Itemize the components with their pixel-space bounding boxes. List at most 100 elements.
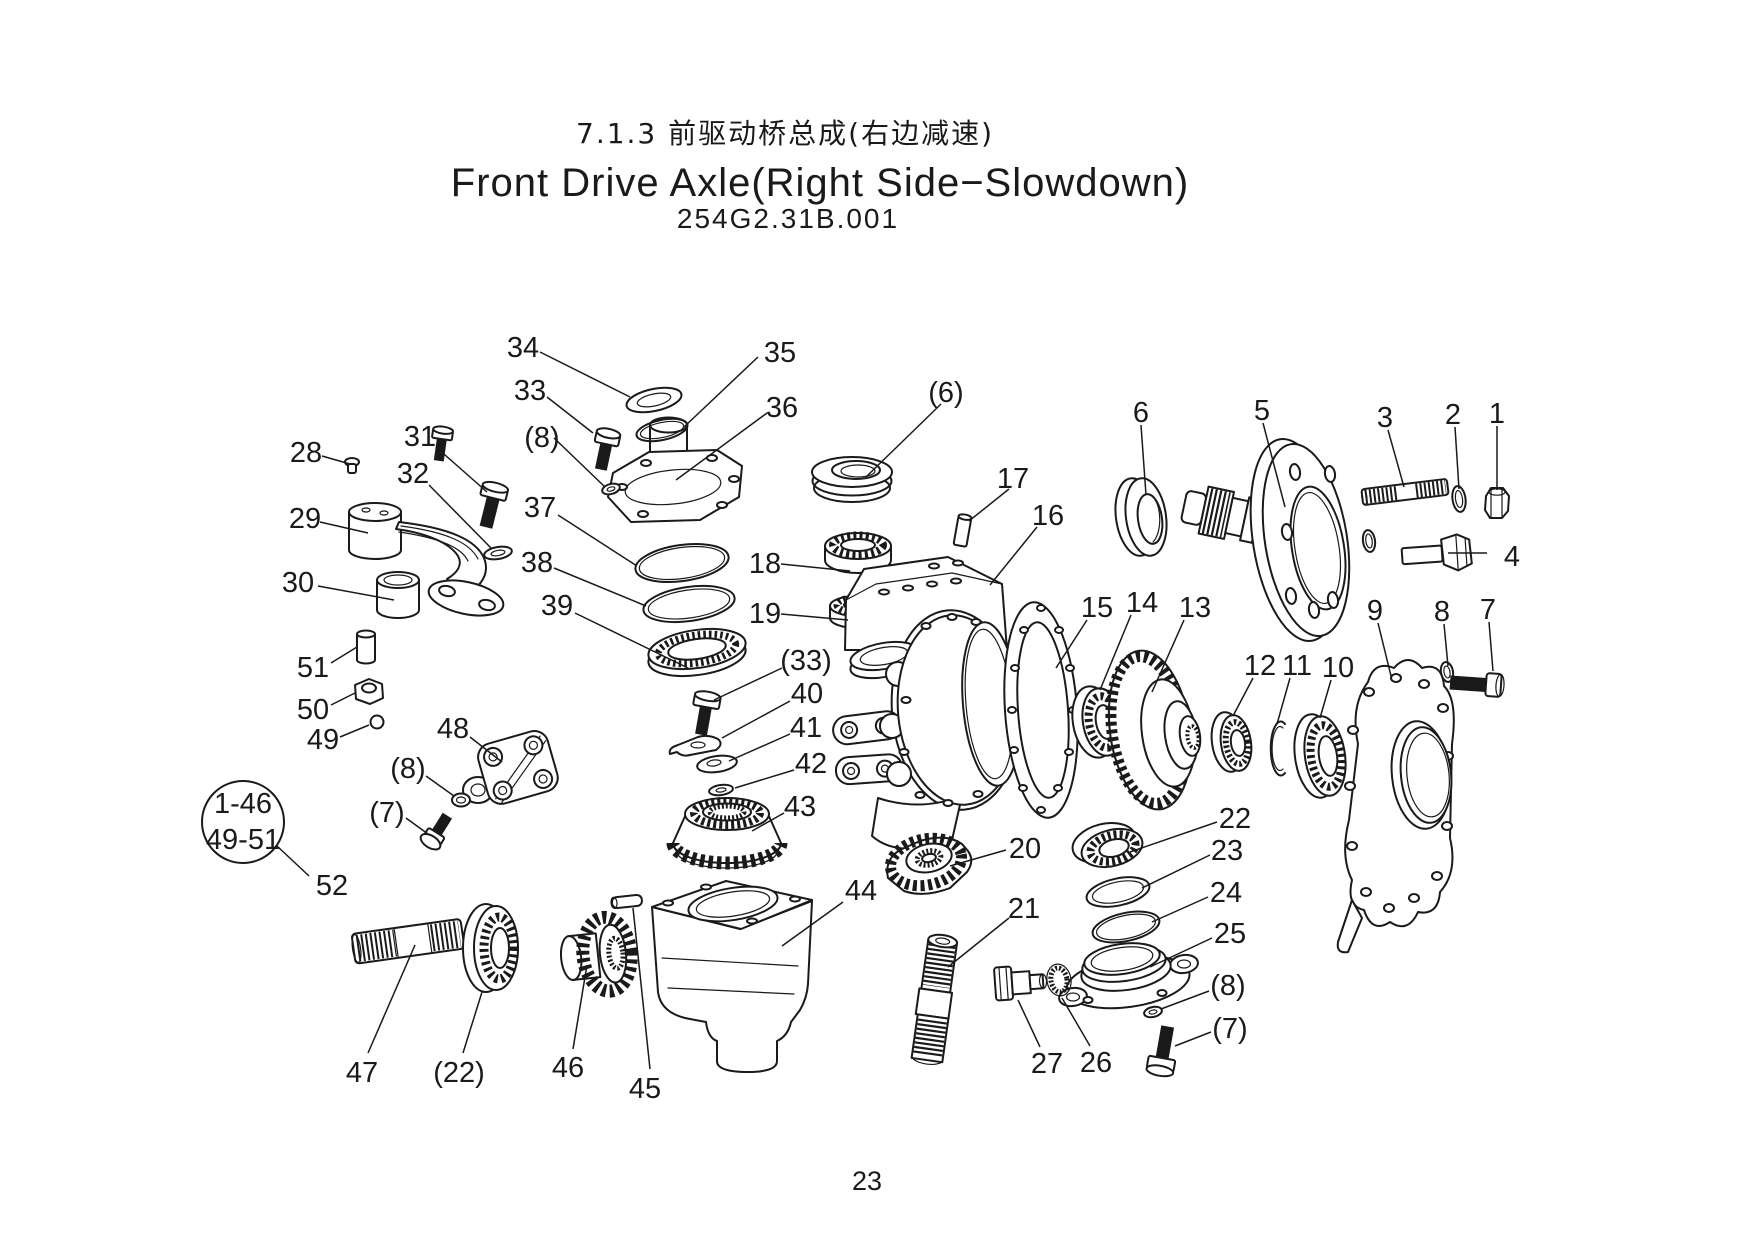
part-number: 254G2.31B.001	[677, 203, 899, 234]
callout-45: 45	[629, 1073, 661, 1105]
leader-line	[574, 612, 689, 669]
leader-line	[469, 736, 503, 763]
part-4-bolt	[1400, 533, 1473, 572]
callout-42: 42	[795, 748, 827, 780]
leader-line	[1387, 429, 1405, 488]
callout-8: 8	[1434, 596, 1450, 628]
page-number: 23	[852, 1166, 882, 1196]
leader-line	[539, 351, 631, 398]
leader-line	[1140, 424, 1147, 496]
part-26-seal-washer	[1046, 963, 1072, 997]
callout-9: 9	[1367, 595, 1383, 627]
callout-(33): (33)	[780, 645, 832, 677]
part-16-axle-housing	[832, 556, 1022, 850]
callout-46: 46	[552, 1052, 584, 1084]
part-18-bearing	[824, 531, 892, 574]
callout-1: 1	[1489, 398, 1505, 430]
callout-23: 23	[1211, 835, 1243, 867]
leader-line	[1377, 622, 1392, 677]
leader-line	[330, 692, 356, 706]
part-9-bearing-cover	[1336, 659, 1455, 954]
group-note: 1-46 49-51	[201, 780, 285, 864]
callout-15: 15	[1081, 592, 1113, 624]
callout-39: 39	[541, 590, 573, 622]
callout-44: 44	[845, 875, 877, 907]
part-34-ring	[625, 386, 683, 414]
part-12-taper-ring	[1210, 711, 1253, 773]
callout-14: 14	[1126, 587, 1158, 619]
leader-line	[780, 613, 849, 621]
callout-51: 51	[297, 652, 329, 684]
leader-line	[1017, 999, 1041, 1048]
callout-20: 20	[1009, 833, 1041, 865]
leader-line	[330, 646, 358, 664]
leader-line	[425, 775, 455, 797]
callout-24: 24	[1210, 877, 1242, 909]
part-31-kingpin-bolt	[431, 425, 510, 529]
part-6-grooved-ring	[811, 456, 893, 503]
callout-48: 48	[437, 713, 469, 745]
part-21-pinion-shaft	[910, 933, 959, 1066]
leader-line	[339, 724, 370, 738]
leader-line	[751, 812, 785, 832]
callout-50: 50	[297, 694, 329, 726]
part-8-washer-right	[1439, 661, 1455, 683]
leader-line	[989, 526, 1038, 586]
leader-line	[1232, 677, 1254, 717]
leader-line	[1262, 422, 1286, 508]
part-13-crown-gear	[1105, 649, 1202, 811]
part-47-drive-shaft	[350, 918, 466, 965]
part-27-plug	[993, 965, 1048, 1002]
part-32-washer	[483, 545, 513, 561]
part-43-bearing-gear	[666, 797, 788, 870]
callout-27: 27	[1031, 1048, 1063, 1080]
leader-line	[553, 567, 647, 607]
callout-3: 3	[1377, 402, 1393, 434]
part-45-pin	[610, 893, 643, 910]
leader-line	[1174, 1031, 1212, 1047]
part-46-side-gear	[559, 910, 638, 998]
callout-(7): (7)	[1212, 1013, 1247, 1045]
callout-22: 22	[1219, 803, 1251, 835]
callout-5: 5	[1254, 395, 1270, 427]
leader-line	[721, 700, 791, 739]
part-22-bearing-right	[1071, 822, 1144, 869]
leader-line	[1319, 679, 1332, 719]
callout-17: 17	[997, 463, 1029, 495]
leader-line	[1454, 426, 1460, 490]
callout-21: 21	[1008, 893, 1040, 925]
callout-7: 7	[1480, 594, 1496, 626]
callout-2: 2	[1445, 399, 1461, 431]
callout-31: 31	[404, 421, 436, 453]
callout-(8): (8)	[524, 422, 559, 454]
leader-line	[1151, 619, 1185, 693]
callout-43: 43	[784, 791, 816, 823]
note-line-1: 1-46	[214, 788, 272, 820]
callout-30: 30	[282, 567, 314, 599]
leader-line	[1443, 623, 1449, 667]
part-8-washer-left	[451, 792, 471, 808]
part-3-stud	[1360, 478, 1450, 506]
part-7-bolt-right	[1449, 672, 1505, 698]
leader-line	[947, 917, 1010, 968]
part-50-nut	[354, 678, 384, 705]
part-8-washer-top	[601, 482, 621, 496]
leader-line	[1141, 854, 1211, 889]
callout-(22): (22)	[433, 1057, 485, 1089]
callout-35: 35	[764, 337, 796, 369]
leader-line	[557, 514, 638, 567]
callout-11: 11	[1282, 650, 1312, 682]
callout-18: 18	[749, 548, 781, 580]
part-23-ring	[1085, 876, 1151, 908]
leader-line	[1055, 619, 1088, 669]
callout-26: 26	[1080, 1047, 1112, 1079]
leader-line	[683, 356, 759, 428]
leader-line	[1488, 621, 1494, 672]
leader-line	[405, 817, 429, 835]
part-1-nut	[1484, 487, 1510, 519]
leader-line	[1160, 990, 1210, 1010]
leader-line	[428, 484, 493, 550]
callout-38: 38	[521, 547, 553, 579]
